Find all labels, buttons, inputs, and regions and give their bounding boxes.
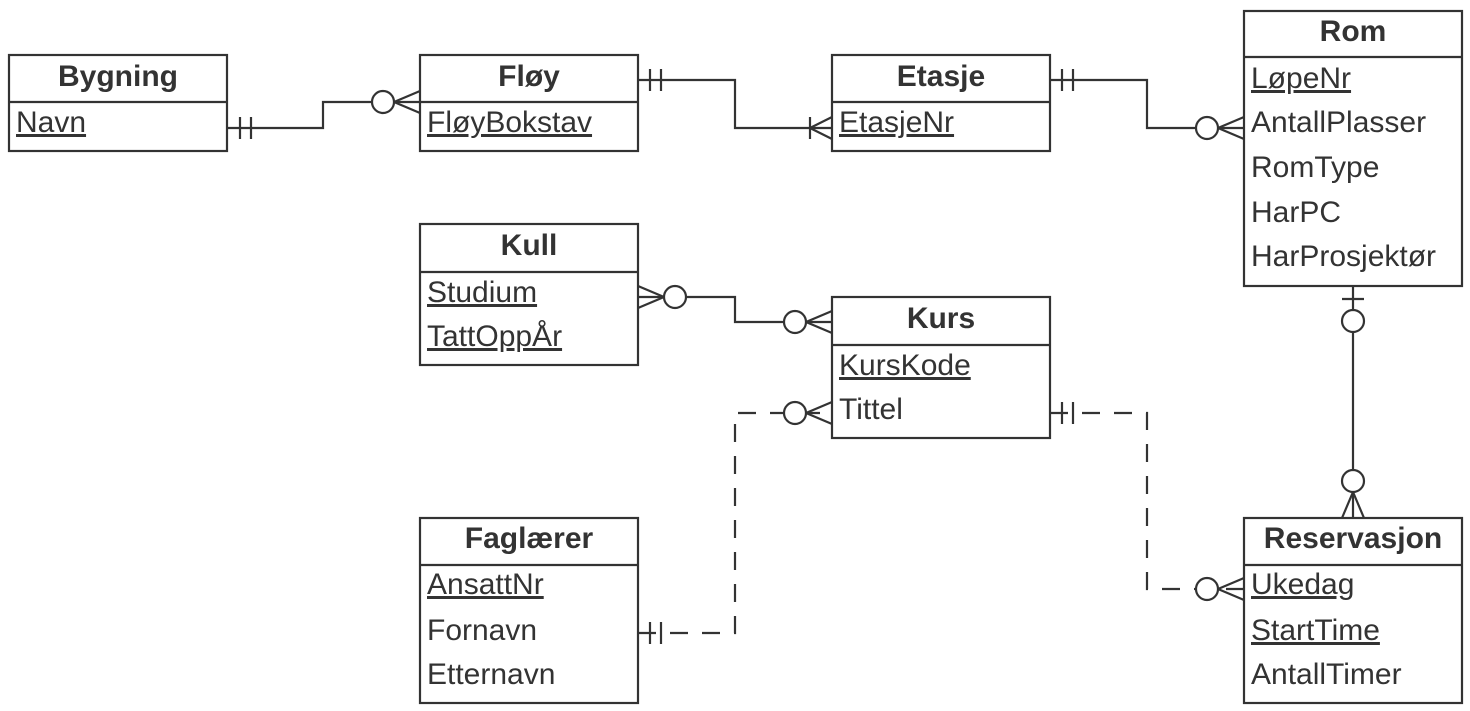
entity-floy[interactable]: Fløy FløyBokstav [418, 53, 640, 153]
zero-or-one-marker-rom [1340, 297, 1366, 334]
relationship-rom-reservasjon [1340, 286, 1366, 519]
entity-faglaerer[interactable]: Faglærer AnsattNr Fornavn Etternavn [418, 516, 640, 705]
attribute: RomType [1251, 151, 1379, 184]
entity-title: Etasje [897, 60, 985, 93]
attribute: AntallPlasser [1251, 106, 1426, 139]
attribute-primary-key: TattOppÅr [427, 320, 562, 353]
zero-or-many-marker-rom [1194, 115, 1245, 141]
entity-rom[interactable]: Rom LøpeNr AntallPlasser RomType HarPC H… [1242, 9, 1464, 288]
entity-title: Bygning [58, 60, 178, 93]
attribute: AntallTimer [1251, 658, 1402, 691]
zero-or-many-marker-kull [637, 284, 688, 310]
relationship-kull-kurs [637, 284, 833, 335]
one-mandatory-marker-kurs [1060, 402, 1075, 424]
zero-or-many-marker-floy [370, 89, 421, 115]
relationship-etasje-rom [1050, 69, 1245, 141]
one-mandatory-marker-etasje [1060, 69, 1075, 91]
attribute: Tittel [839, 393, 903, 426]
zero-or-many-marker-kurs [782, 309, 833, 335]
attribute-primary-key: StartTime [1251, 614, 1380, 647]
attribute: HarProsjektør [1251, 240, 1436, 273]
attribute-primary-key: LøpeNr [1251, 62, 1351, 95]
attribute: Fornavn [427, 614, 537, 647]
zero-or-many-marker-kurs-teacher [782, 400, 833, 426]
zero-or-many-marker-reservasjon [1340, 468, 1366, 519]
entity-title: Kull [501, 229, 558, 262]
one-mandatory-marker-faglaerer [648, 622, 663, 644]
entity-reservasjon[interactable]: Reservasjon Ukedag StartTime AntallTimer [1242, 516, 1464, 705]
attribute-primary-key: EtasjeNr [839, 106, 954, 139]
one-mandatory-marker-bygning [238, 117, 253, 139]
attribute-primary-key: Ukedag [1251, 568, 1354, 601]
entity-title: Faglærer [465, 522, 594, 555]
attribute-primary-key: KursKode [839, 349, 971, 382]
relationship-faglaerer-kurs [638, 400, 833, 644]
entity-bygning[interactable]: Bygning Navn [7, 53, 229, 153]
entity-kull[interactable]: Kull Studium TattOppÅr [418, 222, 640, 367]
attribute-primary-key: Navn [16, 106, 86, 139]
relationship-floy-etasje [638, 69, 833, 140]
attribute: Etternavn [427, 658, 555, 691]
attribute-primary-key: Studium [427, 276, 537, 309]
entity-title: Fløy [498, 60, 560, 93]
zero-or-many-marker-reservasjon-course [1194, 576, 1245, 602]
relationship-bygning-floy [228, 89, 421, 139]
attribute: HarPC [1251, 196, 1341, 229]
entity-title: Rom [1320, 15, 1387, 48]
attribute-primary-key: FløyBokstav [427, 106, 592, 139]
one-or-many-marker-etasje [808, 116, 833, 140]
entity-title: Kurs [907, 302, 975, 335]
entity-kurs[interactable]: Kurs KursKode Tittel [830, 295, 1052, 440]
entity-etasje[interactable]: Etasje EtasjeNr [830, 53, 1052, 153]
entity-title: Reservasjon [1264, 522, 1442, 555]
relationship-kurs-reservasjon [1050, 402, 1245, 602]
one-mandatory-marker-floy [648, 69, 663, 91]
attribute-primary-key: AnsattNr [427, 568, 544, 601]
